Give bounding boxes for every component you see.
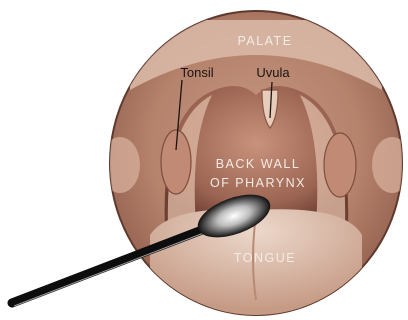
label-back-wall-line1: BACK WALL: [216, 157, 301, 171]
label-tongue: TONGUE: [234, 251, 296, 265]
label-palate: PALATE: [237, 34, 292, 48]
label-tonsil: Tonsil: [180, 65, 213, 80]
label-back-wall-line2: OF PHARYNX: [210, 176, 306, 190]
right-tonsil: [324, 133, 356, 197]
label-uvula: Uvula: [256, 65, 290, 80]
left-cheek: [100, 137, 140, 193]
left-tonsil: [161, 130, 191, 194]
